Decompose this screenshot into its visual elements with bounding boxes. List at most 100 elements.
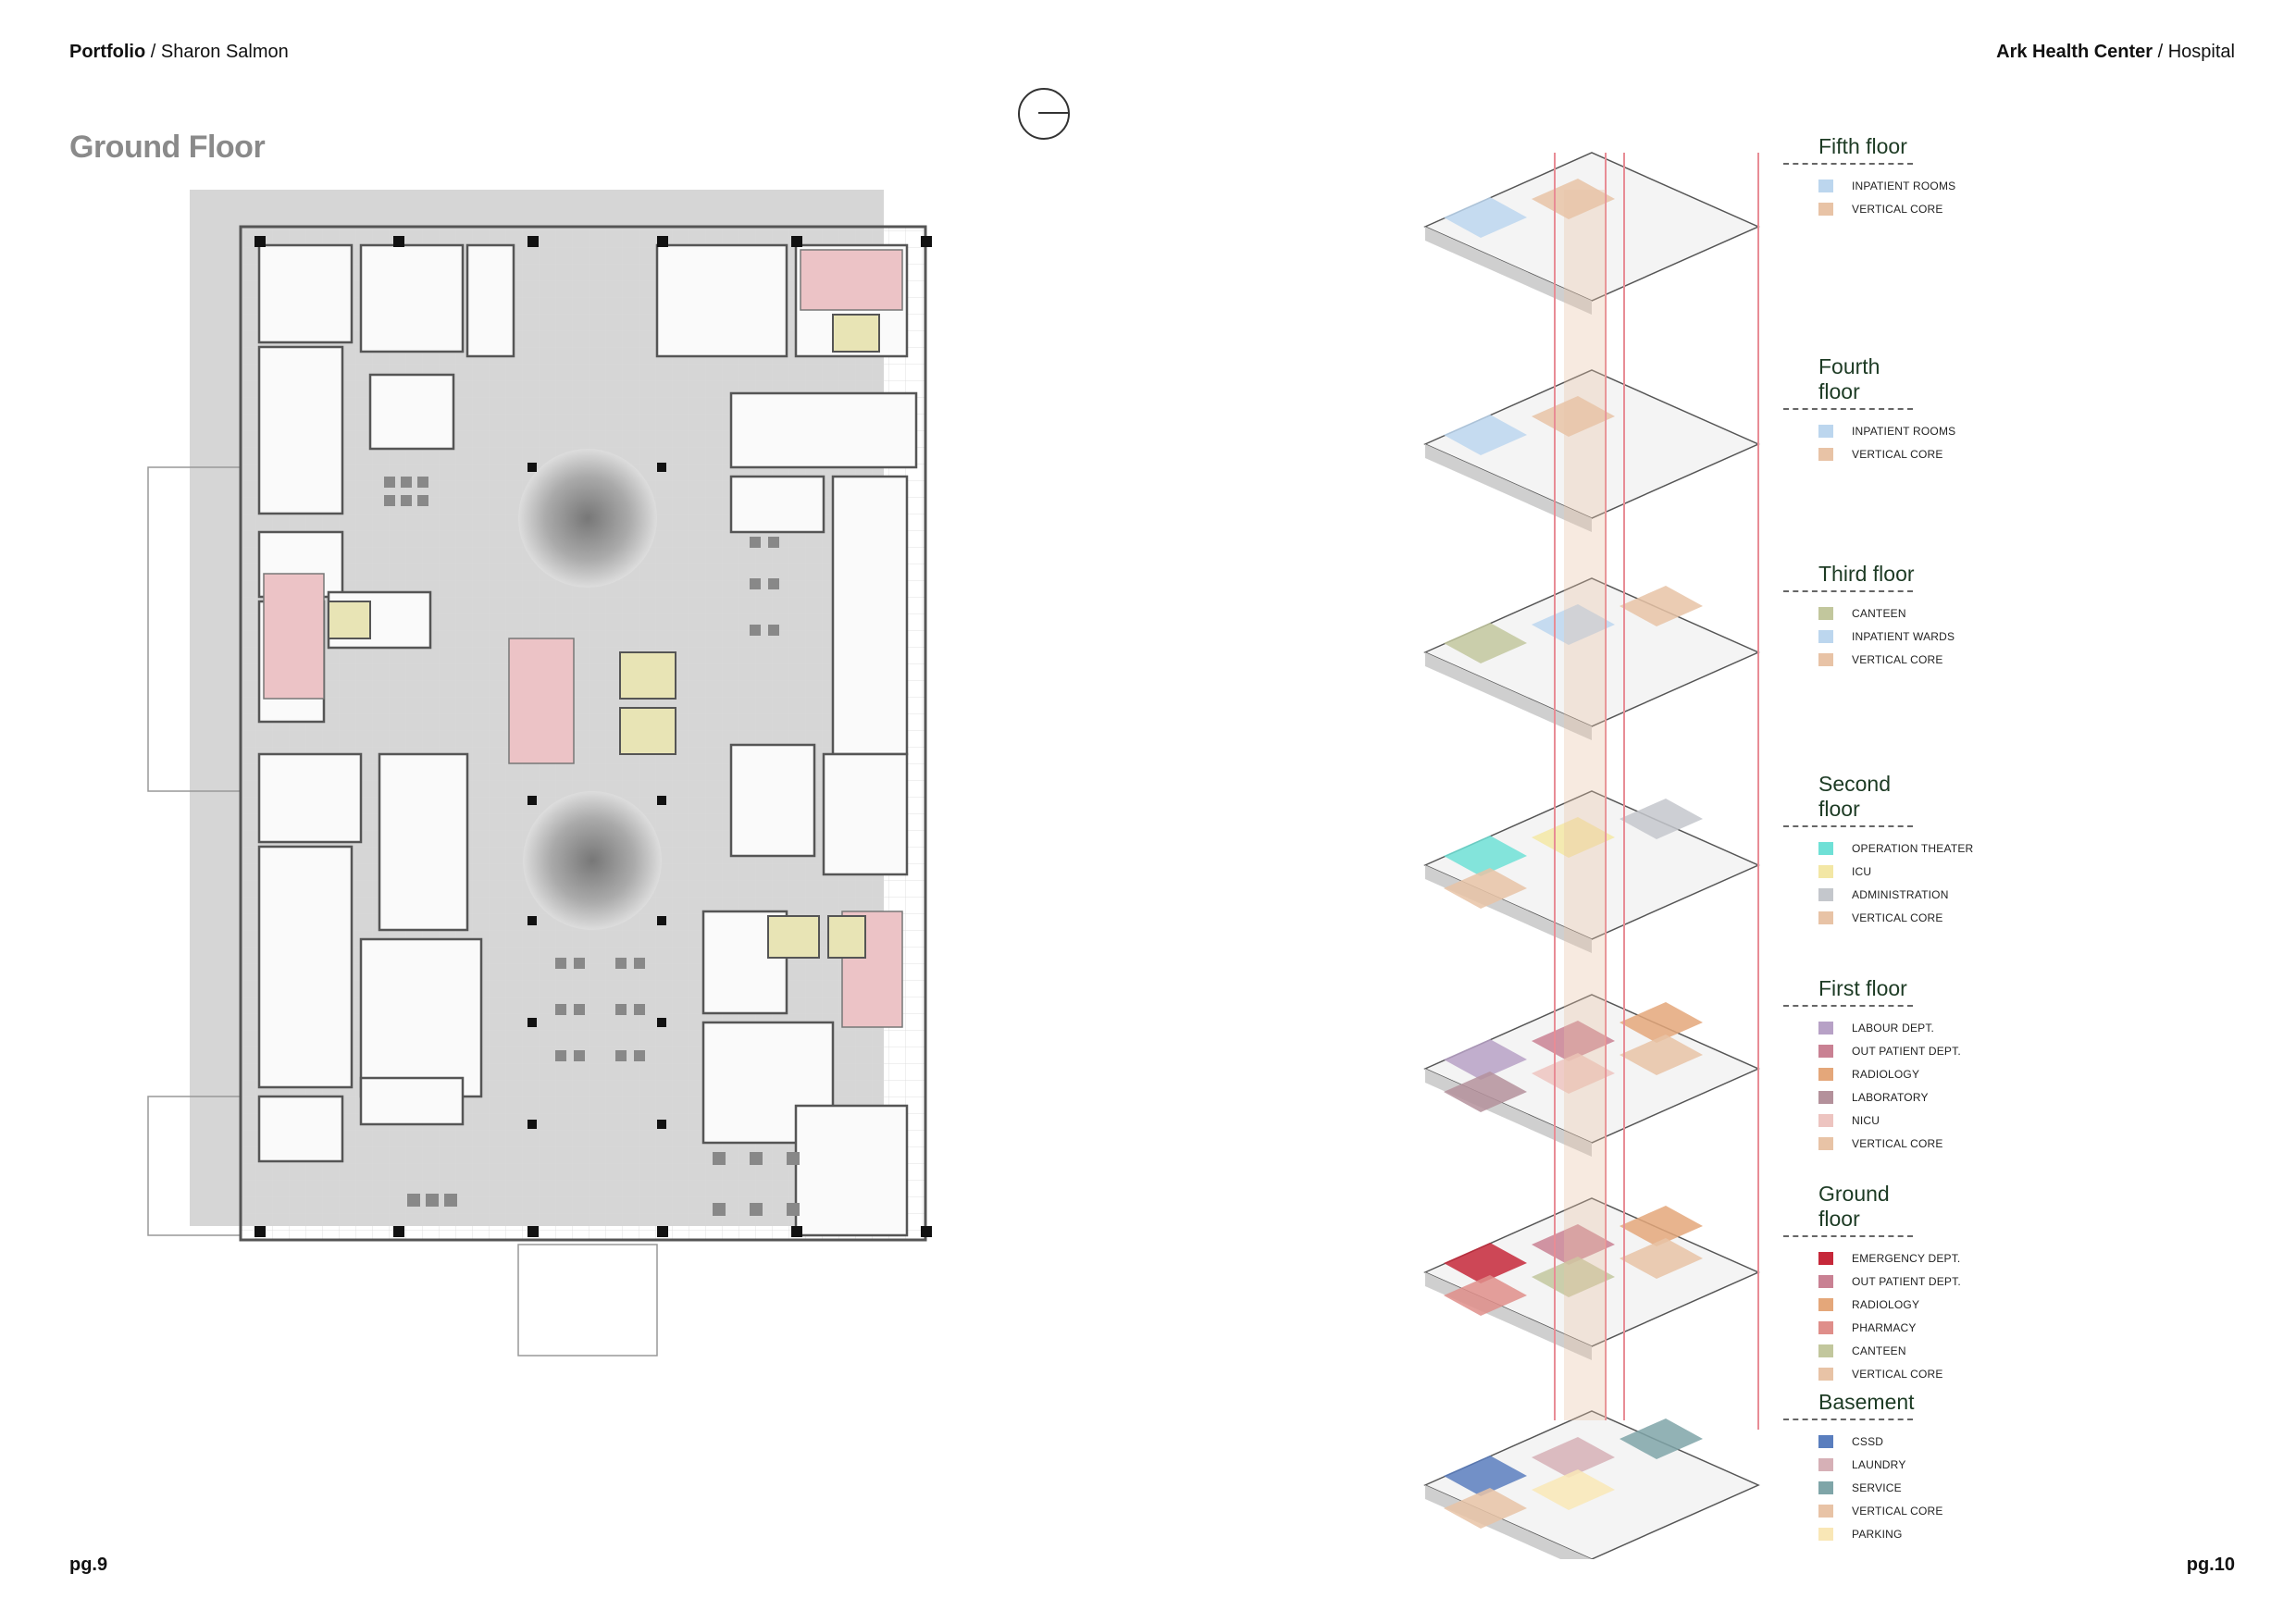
legend-item: OUT PATIENT DEPT.: [1818, 1039, 1961, 1062]
legend-swatch: [1818, 1090, 1833, 1104]
legend-label: PARKING: [1852, 1527, 1903, 1541]
portfolio-label: Portfolio: [69, 42, 146, 62]
floor-plate-side: [1425, 227, 1592, 315]
program-zone: [1532, 817, 1615, 858]
legend-label: OUT PATIENT DEPT.: [1852, 1274, 1961, 1288]
legend-label: ADMINISTRATION: [1852, 887, 1949, 901]
program-zone: [1444, 1275, 1527, 1316]
legend-label: CSSD: [1852, 1434, 1884, 1448]
page-number-left: pg.9: [69, 1555, 108, 1575]
program-zone: [1532, 604, 1615, 645]
legend-item: LAUNDRY: [1818, 1453, 1943, 1476]
legend-swatch: [1818, 629, 1833, 643]
header-right: Ark Health Center / Hospital: [1996, 42, 2235, 63]
legend-item: VERTICAL CORE: [1818, 442, 1955, 465]
legend-divider: [1783, 825, 1913, 827]
legend-label: RADIOLOGY: [1852, 1297, 1920, 1311]
legend-swatch: [1818, 1344, 1833, 1357]
floor-plate-side: [1425, 444, 1592, 532]
legend-swatch: [1818, 1527, 1833, 1541]
header-left: Portfolio / Sharon Salmon: [69, 42, 289, 63]
floor-plate-side: [1425, 652, 1592, 740]
legend-title: First floor: [1818, 976, 1907, 1000]
legend-swatch: [1818, 652, 1833, 666]
program-zone: [1532, 1257, 1615, 1297]
program-zone: [1444, 1456, 1527, 1496]
page-title: Ground Floor: [69, 130, 266, 165]
legend-divider: [1783, 1235, 1913, 1237]
program-zone: [1620, 1002, 1703, 1043]
program-zone: [1444, 868, 1527, 909]
legend-swatch: [1818, 887, 1833, 901]
legend-item: VERTICAL CORE: [1818, 1362, 1961, 1385]
legend-item: EMERGENCY DEPT.: [1818, 1246, 1961, 1270]
program-zone: [1444, 836, 1527, 876]
legend-swatch: [1818, 1067, 1833, 1081]
legend-item: VERTICAL CORE: [1818, 1132, 1961, 1155]
legend-divider: [1783, 163, 1913, 165]
program-zone: [1620, 1035, 1703, 1075]
legend-label: VERTICAL CORE: [1852, 447, 1943, 461]
program-zone: [1620, 1238, 1703, 1279]
legend-divider: [1783, 408, 1913, 410]
legend-item: VERTICAL CORE: [1818, 1499, 1943, 1522]
legend-swatch: [1818, 841, 1833, 855]
page-number-right: pg.10: [2186, 1555, 2235, 1575]
legend-label: VERTICAL CORE: [1852, 1136, 1943, 1150]
legend-item: VERTICAL CORE: [1818, 648, 1955, 671]
program-zone: [1532, 1437, 1615, 1478]
legend-label: VERTICAL CORE: [1852, 652, 1943, 666]
legend-swatch: [1818, 179, 1833, 192]
legend-swatch: [1818, 1434, 1833, 1448]
legend-swatch: [1818, 1044, 1833, 1058]
legend-label: LABORATORY: [1852, 1090, 1929, 1104]
legend-swatch: [1818, 1481, 1833, 1494]
legend-item: INPATIENT ROOMS: [1818, 174, 1955, 197]
legend-item: RADIOLOGY: [1818, 1293, 1961, 1316]
legend-swatch: [1818, 864, 1833, 878]
legend-label: INPATIENT WARDS: [1852, 629, 1955, 643]
legend-swatch: [1818, 606, 1833, 620]
legend-title: Basement: [1818, 1390, 1915, 1414]
legend-item: CANTEEN: [1818, 1339, 1961, 1362]
program-zone: [1532, 1469, 1615, 1510]
legend-label: CANTEEN: [1852, 1344, 1906, 1357]
project-name: Ark Health Center: [1996, 42, 2153, 62]
legend-divider: [1783, 590, 1913, 592]
program-zone: [1444, 623, 1527, 663]
program-zone: [1444, 1072, 1527, 1112]
legend-label: OUT PATIENT DEPT.: [1852, 1044, 1961, 1058]
program-zone: [1532, 179, 1615, 219]
ground-floor-plan: [147, 190, 932, 1357]
legend-swatch: [1818, 1504, 1833, 1518]
legend-label: RADIOLOGY: [1852, 1067, 1920, 1081]
legend-label: NICU: [1852, 1113, 1880, 1127]
legend-swatch: [1818, 424, 1833, 438]
legend-swatch: [1818, 1320, 1833, 1334]
legend-label: VERTICAL CORE: [1852, 1367, 1943, 1381]
legend-label: PHARMACY: [1852, 1320, 1917, 1334]
legend-label: ICU: [1852, 864, 1872, 878]
legend-swatch: [1818, 447, 1833, 461]
legend-swatch: [1818, 1136, 1833, 1150]
legend-item: OUT PATIENT DEPT.: [1818, 1270, 1961, 1293]
legend-swatch: [1818, 911, 1833, 924]
project-type: / Hospital: [2153, 42, 2235, 62]
legend-item: INPATIENT WARDS: [1818, 625, 1955, 648]
legend-title: Fifth floor: [1818, 134, 1907, 158]
author-name: / Sharon Salmon: [145, 42, 289, 62]
legend-title: Second floor: [1818, 772, 1892, 821]
program-zone: [1444, 415, 1527, 455]
program-zone: [1444, 1488, 1527, 1529]
legend-item: NICU: [1818, 1109, 1961, 1132]
legend-title: Fourth floor: [1818, 354, 1880, 403]
legend-swatch: [1818, 1021, 1833, 1035]
legend-item: PHARMACY: [1818, 1316, 1961, 1339]
